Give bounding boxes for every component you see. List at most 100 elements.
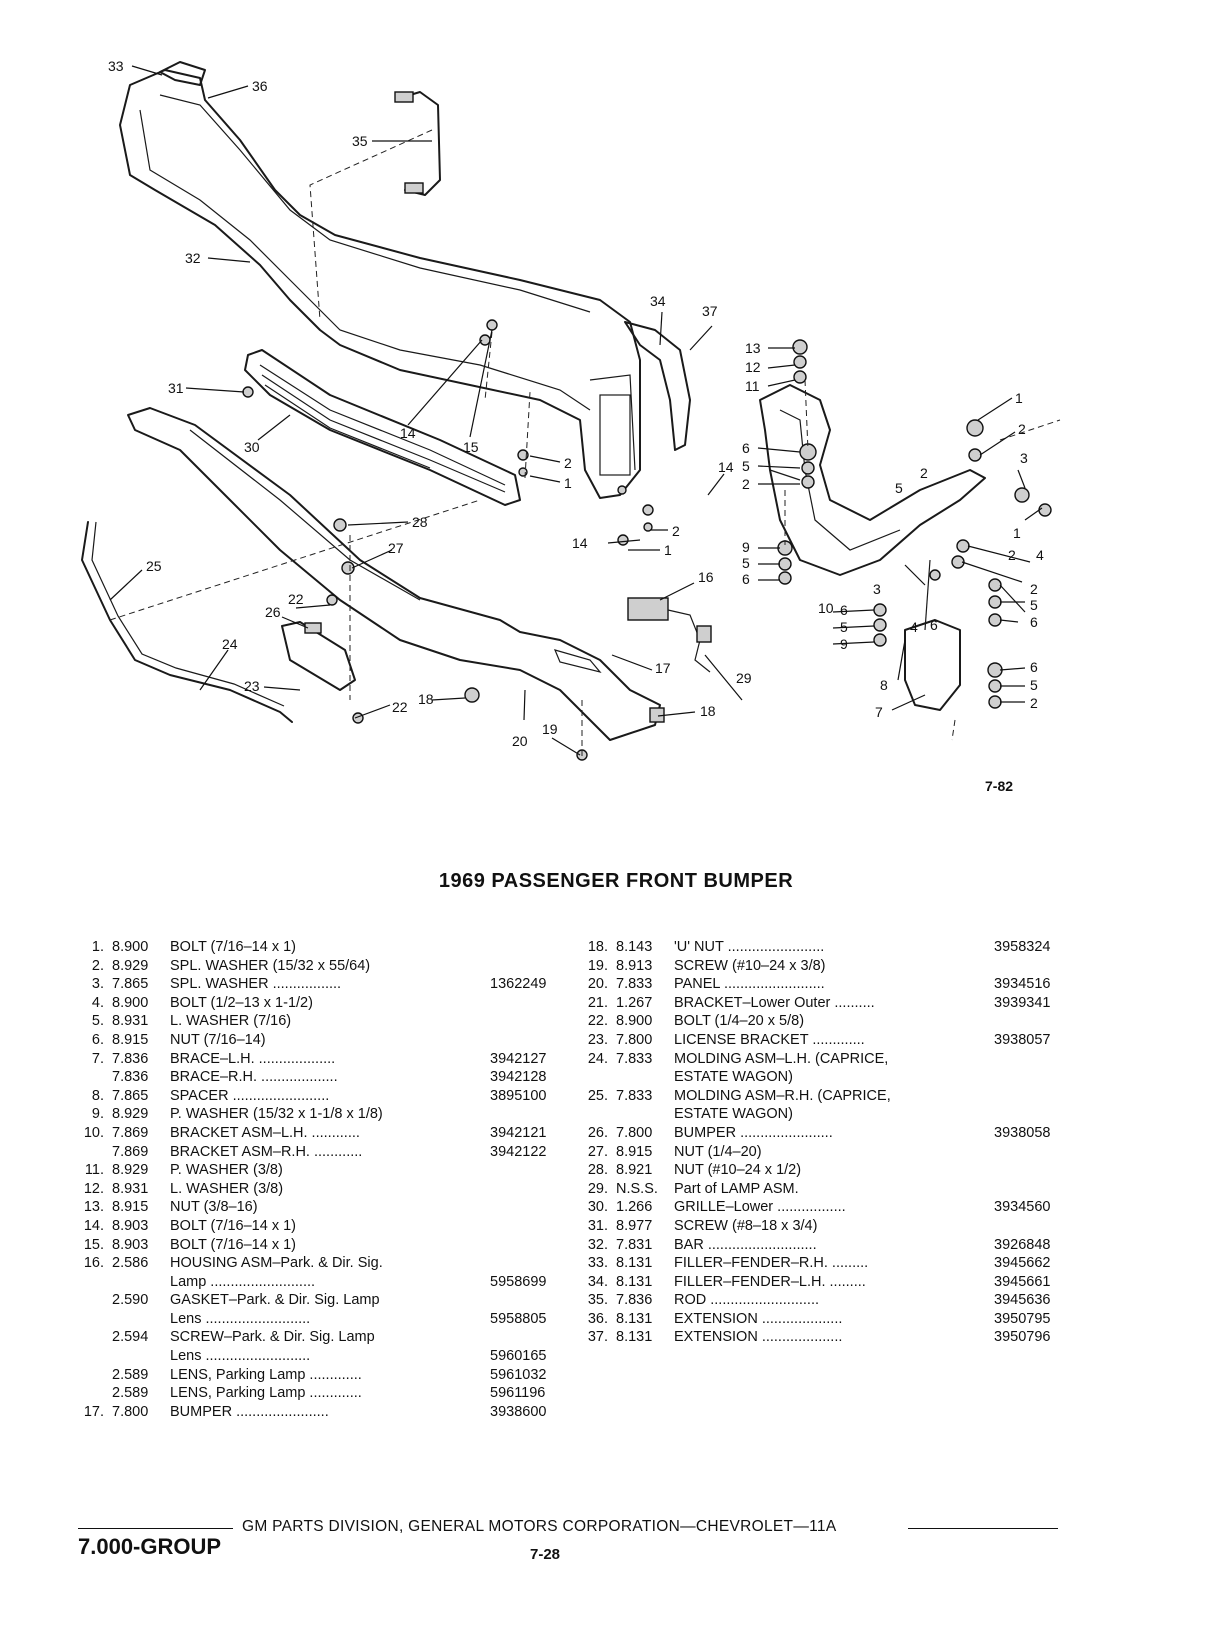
part-number: 3926848 [994,1236,1051,1253]
callout-14b: 14 [718,459,734,475]
group-number: 8.131 [616,1255,653,1272]
item-number: 6. [91,1031,104,1048]
part-description: BRACKET ASM–L.H. ............ [170,1124,360,1141]
part-description: ESTATE WAGON) [674,1106,793,1123]
item-number [70,1384,112,1403]
part-number: 3958324 [994,939,1051,955]
callout-33: 33 [108,58,124,74]
part-number: 3945661 [994,1273,1051,1290]
part-number: 5961196 [490,1385,546,1402]
group-number: 2.589 [112,1385,149,1402]
callout-4: 4 [910,619,918,635]
callout-23: 23 [244,678,260,694]
part-description: Lens .......................... [170,1348,311,1365]
part-row: ESTATE WAGON) [574,1105,1064,1124]
part-description: BAR ........................... [674,1236,817,1253]
item-number: 8. [91,1087,104,1104]
part-description: EXTENSION .................... [674,1310,843,1327]
group-number: 8.977 [616,1217,653,1234]
callout-1d: 1 [1013,525,1021,541]
part-number: 3938600 [490,1403,547,1420]
part-description: ESTATE WAGON) [674,1069,793,1086]
part-description: BRACE–R.H. ................... [170,1069,338,1086]
callout-4b: 4 [1036,547,1044,563]
callout-14: 14 [400,425,416,441]
item-number: 21. [587,994,608,1011]
group-number: 7.800 [616,1031,653,1048]
part-row: Lamp ..........................5958699 [70,1273,560,1292]
item-number: 15. [83,1236,104,1253]
part-row: 29.N.S.S.Part of LAMP ASM. [574,1180,1064,1199]
item-number: 2. [91,957,104,974]
group-number [616,1068,674,1087]
part-number [994,1217,1064,1236]
group-number: 7.833 [616,1087,653,1104]
part-description: BOLT (7/16–14 x 1) [170,1217,297,1234]
part-description: FILLER–FENDER–R.H. ......... [674,1255,869,1272]
callout-2: 2 [564,455,572,471]
callout-2h: 2 [1030,695,1038,711]
item-number: 33. [587,1255,608,1272]
part-number [994,1161,1064,1180]
callout-11: 11 [745,378,760,394]
part-number: 3942127 [490,1050,547,1067]
callout-13: 13 [745,340,761,356]
callout-24: 24 [222,636,238,652]
callout-3: 3 [873,581,881,597]
group-number: 7.836 [112,1069,149,1086]
lower-panel [127,407,661,741]
item-number: 1. [91,939,104,955]
part-description: LICENSE BRACKET ............. [674,1031,865,1048]
leader-lines [109,65,1043,756]
callout-6b: 6 [742,571,750,587]
part-description: BRACKET–Lower Outer .......... [674,994,875,1011]
item-number: 4. [91,994,104,1011]
item-number: 19. [587,957,608,974]
group-number: 2.594 [112,1329,149,1346]
item-number: 18. [587,939,608,955]
part-description: NUT (#10–24 x 1/2) [674,1162,802,1179]
group-number: 2.589 [112,1366,149,1383]
part-number [490,1328,560,1347]
group-number: 7.836 [112,1050,149,1067]
part-number [490,1031,560,1050]
group-number: 7.800 [112,1403,149,1420]
item-number: 30. [587,1199,608,1216]
callout-8: 8 [880,677,888,693]
group-number: 8.143 [616,939,653,955]
part-number [490,1236,560,1255]
callout-34: 34 [650,293,666,309]
group-number: 8.900 [616,1013,653,1030]
page-number: 7-28 [530,1546,561,1563]
part-number [994,1012,1064,1031]
group-number: 7.833 [616,1050,653,1067]
callout-6d: 6 [930,617,938,633]
part-number: 1362249 [490,976,547,993]
part-number [490,1254,560,1273]
item-number: 34. [587,1273,608,1290]
part-description: Lamp .......................... [170,1273,316,1290]
part-description: FILLER–FENDER–L.H. ......... [674,1273,866,1290]
callout-3b: 3 [1020,450,1028,466]
part-description: 'U' NUT ........................ [674,939,825,955]
group-number: 7.836 [616,1292,653,1309]
group-number: 1.267 [616,994,653,1011]
part-description: SPACER ........................ [170,1087,330,1104]
item-number: 25. [587,1087,608,1104]
part-description: BOLT (1/2–13 x 1-1/2) [170,994,313,1011]
part-number [994,957,1064,976]
part-number [490,1180,560,1199]
